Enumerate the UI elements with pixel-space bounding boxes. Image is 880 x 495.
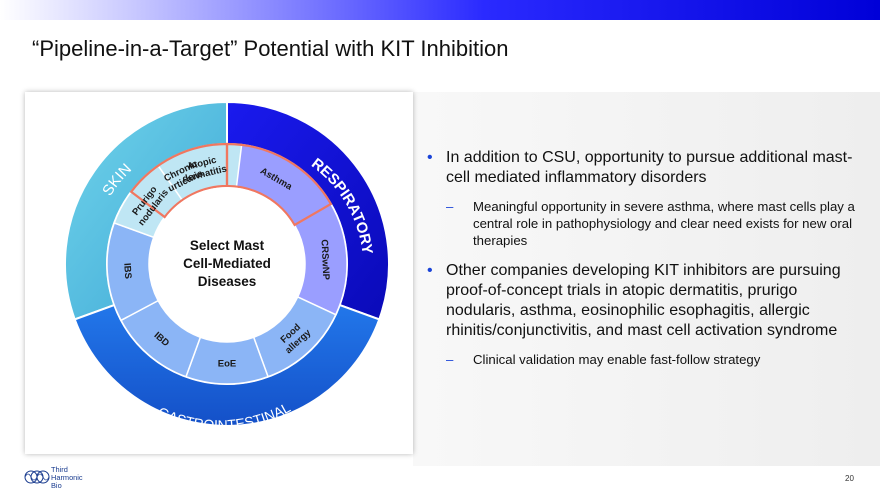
sub-bullet-item: – Meaningful opportunity in severe asthma… [427, 198, 867, 249]
bullet-text: In addition to CSU, opportunity to pursu… [446, 149, 853, 186]
ring-diagram-svg: SKIN RESPIRATORY GASTROINTESTINAL Chroni… [64, 100, 390, 433]
top-gradient-bar [0, 0, 880, 20]
logo-line-2: Harmonic [51, 473, 83, 482]
sub-bullet-text: Clinical validation may enable fast-foll… [473, 352, 761, 367]
sub-bullet-marker: – [446, 352, 454, 367]
asthma-highlight-border [225, 142, 333, 227]
page-number: 20 [845, 474, 854, 483]
company-logo: Third Harmonic Bio [24, 466, 114, 490]
bullet-item: • Other companies developing KIT inhibito… [427, 261, 867, 341]
bullet-marker: • [427, 262, 433, 279]
eoe-label: EoE [218, 359, 236, 370]
disease-ring-diagram: SKIN RESPIRATORY GASTROINTESTINAL Chroni… [25, 92, 413, 454]
bullet-list: • In addition to CSU, opportunity to purs… [427, 148, 867, 368]
ibs-label: IBS [121, 263, 133, 280]
sub-bullet-item: – Clinical validation may enable fast-fol… [427, 351, 867, 368]
bullet-item: • In addition to CSU, opportunity to purs… [427, 148, 867, 188]
center-circle [150, 187, 304, 341]
crswnp-label: CRSwNP [319, 239, 332, 281]
sub-bullet-text: Meaningful opportunity in severe asthma,… [473, 199, 855, 248]
bullet-text: Other companies developing KIT inhibitor… [446, 262, 841, 339]
logo-line-3: Bio [51, 481, 62, 490]
logo-mark-icon [24, 470, 50, 484]
page-title: “Pipeline-in-a-Target” Potential with KI… [32, 36, 509, 61]
sub-bullet-marker: – [446, 199, 454, 214]
bullet-marker: • [427, 149, 433, 166]
logo-line-1: Third [51, 465, 68, 474]
text-panel-background [413, 92, 880, 466]
